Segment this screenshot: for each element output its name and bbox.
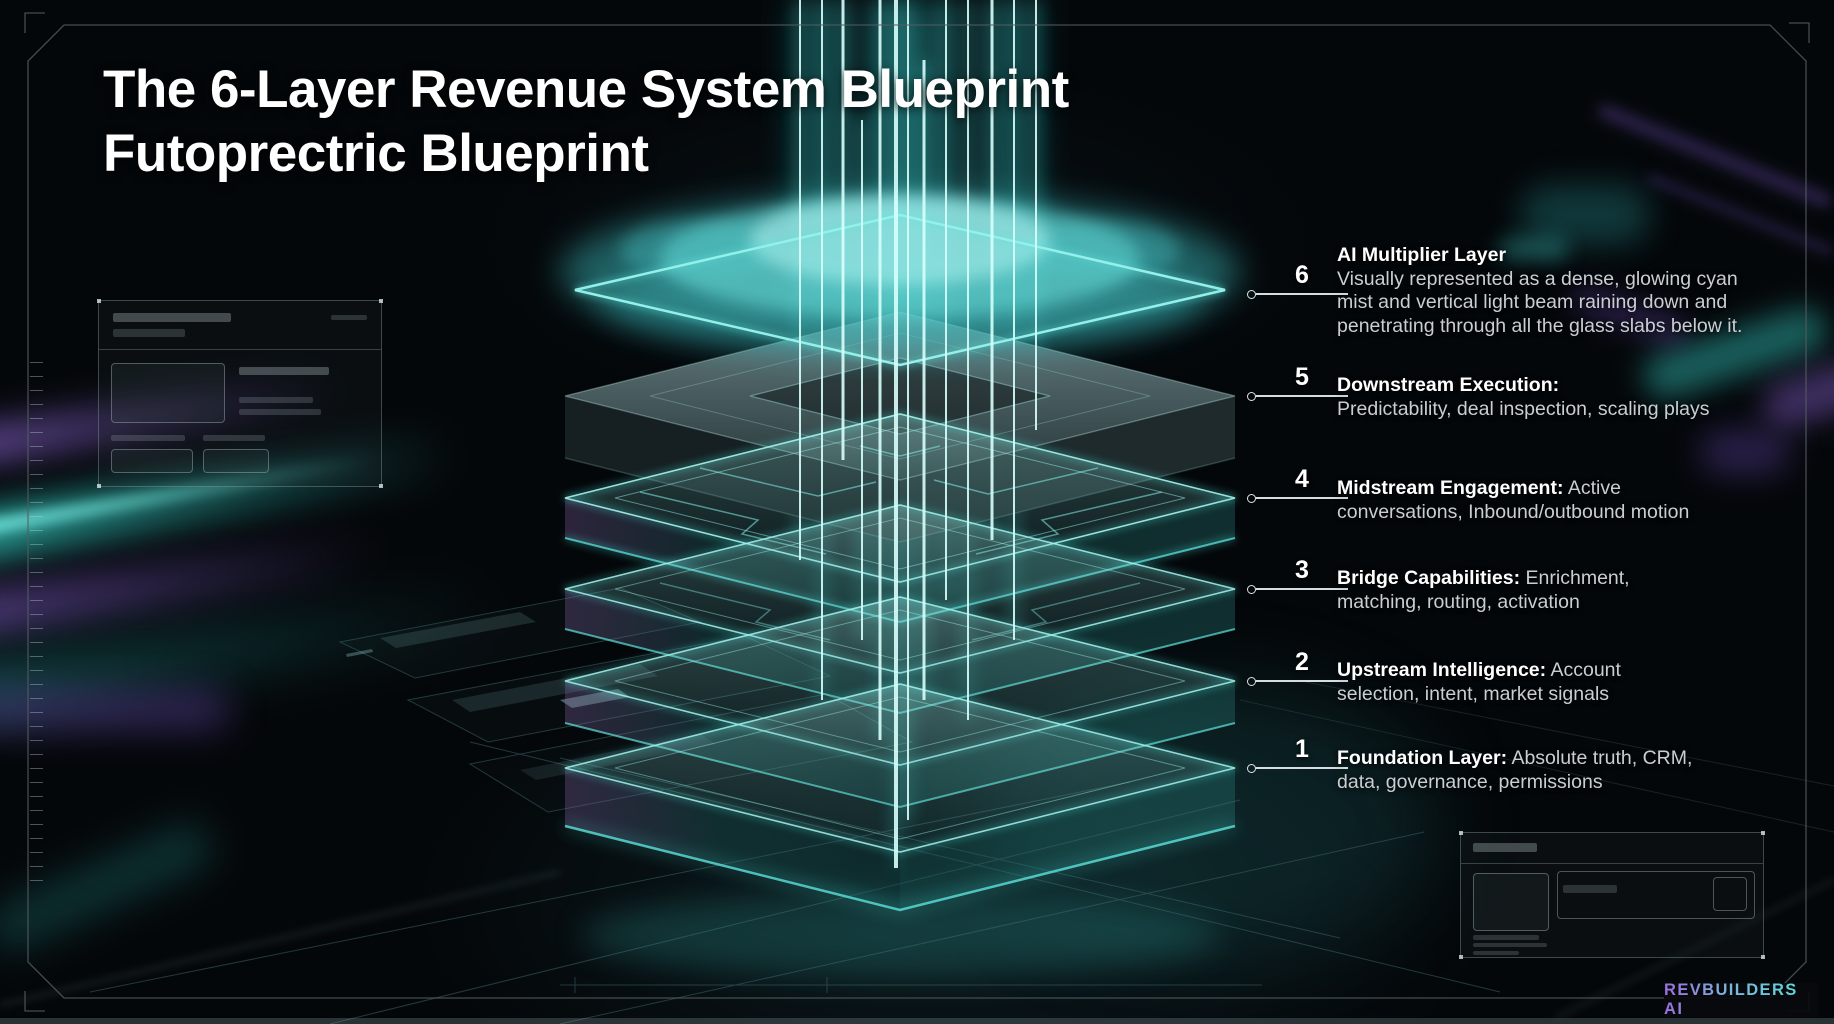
layer-3-leader: 3 bbox=[1247, 556, 1348, 594]
bottom-edge-strip bbox=[0, 1018, 1834, 1024]
skeleton-bar bbox=[239, 367, 329, 375]
logo-text: REVBUILDERS AI bbox=[1664, 981, 1818, 1019]
layer-4-leader: 4 bbox=[1247, 465, 1348, 503]
mist-layer-6 bbox=[560, 194, 1240, 368]
skeleton-box bbox=[111, 449, 193, 473]
skeleton-bar bbox=[1473, 951, 1519, 955]
skeleton-bar bbox=[1473, 935, 1539, 940]
layer-1-leader: 1 bbox=[1247, 735, 1348, 773]
ambient-glow bbox=[980, 680, 1440, 960]
layer-number: 5 bbox=[1256, 363, 1348, 397]
layer-heading: Midstream Engagement: bbox=[1337, 477, 1564, 499]
slab-4 bbox=[564, 411, 1236, 625]
divider bbox=[99, 349, 381, 350]
purple-streak bbox=[0, 526, 382, 642]
layer-2-leader: 2 bbox=[1247, 648, 1348, 686]
corner-dot bbox=[1761, 955, 1765, 959]
layer-description: Active conversations, Inbound/outbound m… bbox=[1337, 477, 1690, 523]
layer-number: 4 bbox=[1256, 465, 1348, 499]
corner-dot bbox=[1459, 955, 1463, 959]
title-line-1: The 6-Layer Revenue System Blueprint bbox=[103, 60, 1069, 119]
page-title: The 6-Layer Revenue System Blueprint Fut… bbox=[103, 58, 1303, 186]
purple-streak bbox=[1596, 103, 1834, 209]
skeleton-bar bbox=[113, 313, 231, 322]
floor-reflection bbox=[580, 893, 1220, 977]
skeleton-bar bbox=[203, 435, 265, 441]
layer-6-leader: 6 bbox=[1247, 261, 1348, 299]
slab-1 bbox=[564, 681, 1236, 914]
layer-4-label: Midstream Engagement: Active conversatio… bbox=[1337, 477, 1712, 524]
layer-5-label: Downstream Execution: Predictability, de… bbox=[1337, 374, 1777, 421]
slab-5 bbox=[564, 311, 1236, 543]
layer-1-label: Foundation Layer: Absolute truth, CRM, d… bbox=[1337, 747, 1722, 794]
teal-blob bbox=[1520, 185, 1650, 245]
layer-description: Account selection, intent, market signal… bbox=[1337, 659, 1621, 705]
layer-heading: Upstream Intelligence: bbox=[1337, 659, 1547, 681]
skeleton-bar bbox=[331, 315, 367, 320]
layer-number: 2 bbox=[1256, 648, 1348, 682]
corner-dot bbox=[1761, 831, 1765, 835]
leader-dot-icon bbox=[1247, 585, 1256, 594]
layer-description: Predictability, deal inspection, scaling… bbox=[1337, 397, 1710, 420]
purple-blob bbox=[1700, 430, 1790, 474]
skeleton-image-box bbox=[111, 363, 225, 423]
skeleton-bar bbox=[239, 397, 313, 403]
layer-heading: Bridge Capabilities: bbox=[1337, 567, 1521, 589]
leader-dot-icon bbox=[1247, 764, 1256, 773]
layer-number: 6 bbox=[1256, 261, 1348, 295]
skeleton-wire-box bbox=[1557, 871, 1755, 919]
skeleton-bar bbox=[111, 435, 185, 441]
logo-badge: REVBUILDERS AI bbox=[1664, 981, 1818, 1019]
skeleton-box bbox=[203, 449, 269, 473]
slab-3 bbox=[564, 502, 1236, 715]
floor-blueprint-bars bbox=[346, 612, 716, 780]
skeleton-image-box bbox=[1473, 873, 1549, 931]
corner-dot bbox=[379, 484, 383, 488]
layer-description: Absolute truth, CRM, data, governance, p… bbox=[1337, 747, 1693, 793]
layer-heading: Foundation Layer: bbox=[1337, 747, 1508, 769]
skeleton-bar bbox=[113, 329, 185, 337]
layer-description: Visually represented as a dense, glowing… bbox=[1337, 267, 1743, 337]
wireframe-card-bottom-right bbox=[1459, 831, 1765, 959]
corner-dot bbox=[97, 484, 101, 488]
corner-dot bbox=[97, 299, 101, 303]
skeleton-bar bbox=[239, 409, 321, 415]
layer-heading: AI Multiplier Layer bbox=[1337, 244, 1507, 266]
leader-dot-icon bbox=[1247, 290, 1256, 299]
title-line-2: Futoprectric Blueprint bbox=[103, 124, 649, 183]
layer-3-label: Bridge Capabilities: Enrichment, matchin… bbox=[1337, 567, 1702, 614]
skeleton-bar bbox=[1563, 885, 1617, 893]
ruler-ticks bbox=[30, 362, 43, 892]
divider bbox=[1461, 863, 1763, 864]
corner-dot bbox=[1459, 831, 1463, 835]
skeleton-bar bbox=[1473, 943, 1547, 947]
layer-heading: Downstream Execution: bbox=[1337, 374, 1560, 396]
layer-2-label: Upstream Intelligence: Account selection… bbox=[1337, 659, 1707, 706]
layer-6-label: AI Multiplier Layer Visually represented… bbox=[1337, 244, 1769, 338]
layer-description: Enrichment, matching, routing, activatio… bbox=[1337, 567, 1630, 613]
skeleton-bar bbox=[1473, 843, 1537, 852]
corner-dot bbox=[379, 299, 383, 303]
wireframe-card-top-left bbox=[97, 299, 383, 488]
layer-5-leader: 5 bbox=[1247, 363, 1348, 401]
layer-number: 3 bbox=[1256, 556, 1348, 590]
leader-dot-icon bbox=[1247, 494, 1256, 503]
skeleton-bracket-box bbox=[1713, 877, 1747, 911]
leader-dot-icon bbox=[1247, 677, 1256, 686]
layer-number: 1 bbox=[1256, 735, 1348, 769]
slab-2 bbox=[564, 594, 1236, 809]
leader-dot-icon bbox=[1247, 392, 1256, 401]
teal-streak bbox=[0, 578, 502, 726]
